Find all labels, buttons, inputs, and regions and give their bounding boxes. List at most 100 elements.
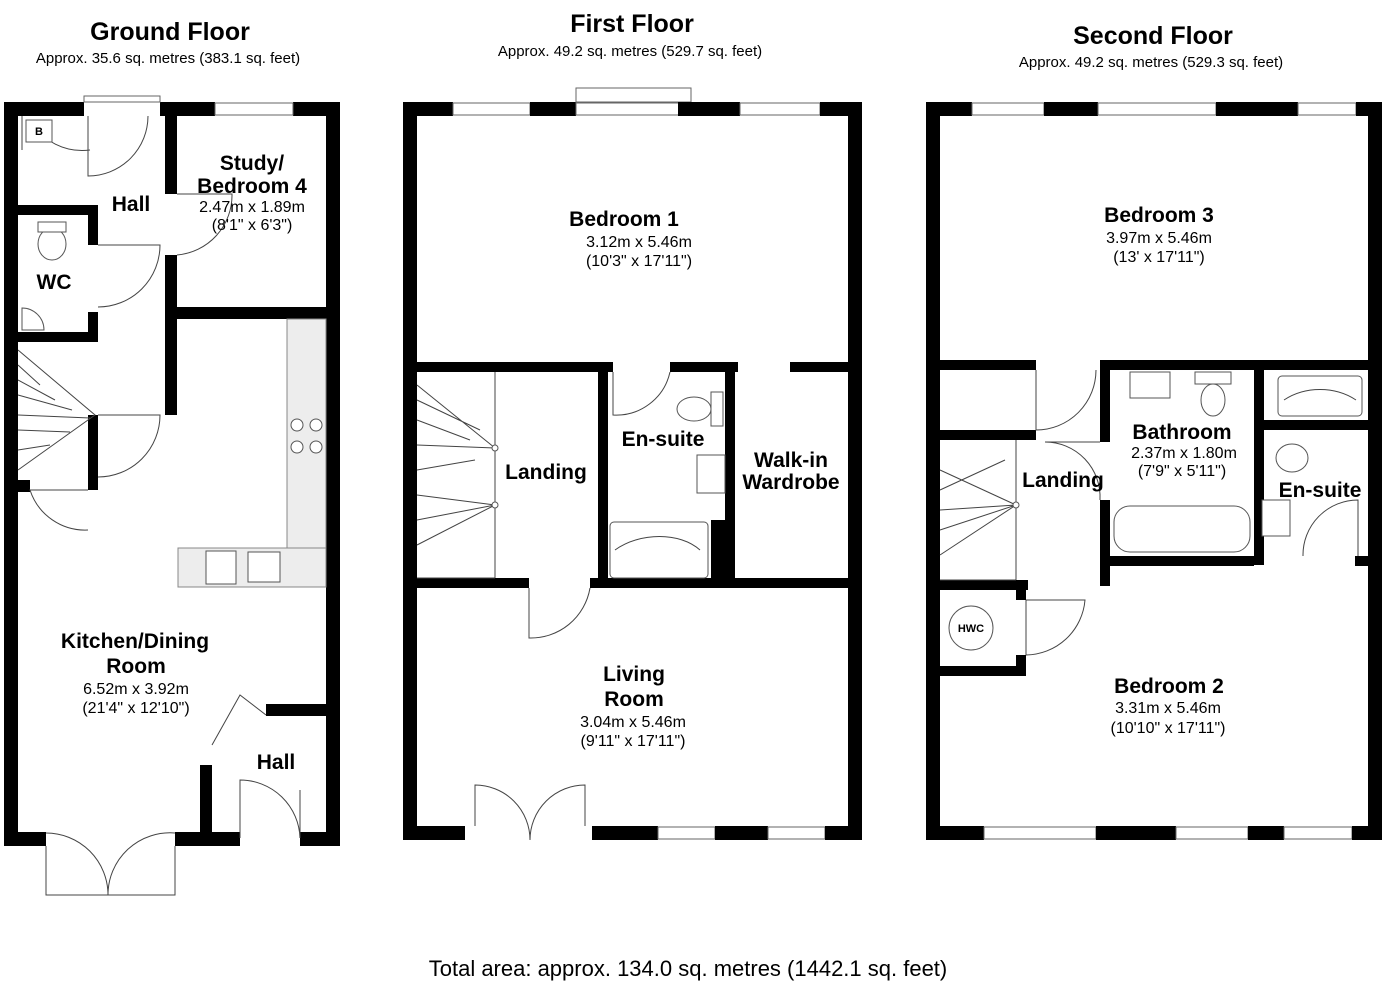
first-door-living bbox=[528, 587, 591, 639]
second-wall-bathroom-left bbox=[1100, 360, 1110, 442]
ground-kitchen-counter-right bbox=[286, 318, 327, 588]
first-ensuite-basin bbox=[696, 454, 726, 494]
first-wall-living-top-b bbox=[590, 578, 848, 588]
first-wall-bedroom1-bottom-a bbox=[417, 362, 613, 372]
second-floor-title: Second Floor bbox=[1073, 22, 1233, 50]
first-outer-wall-top-a bbox=[403, 102, 453, 116]
ground-boiler-box bbox=[25, 119, 53, 143]
ground-wall-study-lower bbox=[165, 255, 177, 415]
second-wall-bathroom-bottom bbox=[1110, 556, 1254, 566]
second-door-bathroom bbox=[1044, 441, 1101, 501]
first-balcony-doors bbox=[474, 784, 586, 841]
ground-wall-study-left bbox=[165, 116, 177, 194]
ground-wall-study-bottom bbox=[177, 307, 326, 319]
first-living-dim-m: 3.04m x 5.46m bbox=[580, 714, 686, 731]
ground-front-door-frame bbox=[83, 95, 161, 103]
ground-staircase bbox=[17, 349, 96, 471]
second-outer-wall-right bbox=[1368, 102, 1382, 840]
first-ensuite-label: En-suite bbox=[622, 428, 705, 451]
second-wall-hwc-right-b bbox=[1016, 655, 1026, 675]
first-outer-wall-top-d bbox=[820, 102, 862, 116]
ground-wall-wc-right-a bbox=[88, 215, 98, 245]
second-ensuite-basin bbox=[1261, 499, 1291, 537]
first-outer-wall-bottom-c bbox=[715, 826, 768, 840]
ground-wall-wc-right-b bbox=[88, 312, 98, 342]
first-wall-bedroom1-bottom-b bbox=[670, 362, 738, 372]
second-bathroom-dim-ft: (7'9" x 5'11") bbox=[1138, 463, 1226, 480]
ground-front-door bbox=[239, 779, 301, 839]
ground-door-study bbox=[176, 193, 233, 256]
ground-kitchen-dim-m: 6.52m x 3.92m bbox=[83, 681, 189, 698]
second-wall-bathroom-left-b bbox=[1100, 500, 1110, 582]
first-wall-ensuite-boxing bbox=[711, 520, 735, 580]
first-window-top-1 bbox=[452, 102, 531, 116]
first-living-dim-ft: (9'11" x 17'11") bbox=[581, 733, 686, 750]
first-living-label: Living bbox=[603, 663, 665, 686]
second-outer-wall-top-c bbox=[1216, 102, 1298, 116]
second-window-bottom-3 bbox=[1283, 826, 1353, 840]
first-living-label-2: Room bbox=[604, 688, 664, 711]
first-floor-area: Approx. 49.2 sq. metres (529.7 sq. feet) bbox=[498, 43, 762, 60]
second-outer-wall-bottom-b bbox=[1096, 826, 1176, 840]
second-bath-toilet bbox=[1200, 383, 1226, 417]
first-outer-wall-bottom-d bbox=[825, 826, 862, 840]
ground-outer-wall-left bbox=[4, 102, 18, 846]
second-ensuite-toilet bbox=[1275, 443, 1309, 473]
second-bathroom-label: Bathroom bbox=[1132, 421, 1231, 444]
ground-study-label: Study/ bbox=[220, 152, 284, 175]
first-window-bottom-1 bbox=[657, 826, 716, 840]
ground-boiler-label: B bbox=[35, 126, 43, 138]
ground-floor-area: Approx. 35.6 sq. metres (383.1 sq. feet) bbox=[36, 50, 300, 67]
ground-floor: Ground Floor Approx. 35.6 sq. metres (38… bbox=[4, 18, 340, 896]
first-doors bbox=[474, 371, 671, 841]
second-outer-wall-bottom-a bbox=[926, 826, 984, 840]
first-wall-ensuite-right bbox=[725, 362, 735, 580]
ground-kitchen-label: Kitchen/Dining bbox=[61, 630, 209, 653]
ground-doors bbox=[21, 95, 301, 896]
second-bedroom2-dim-ft: (10'10" x 17'11") bbox=[1110, 720, 1225, 737]
ground-kitchen-label-2: Room bbox=[106, 655, 166, 678]
second-bathroom-dim-m: 2.37m x 1.80m bbox=[1131, 445, 1237, 462]
second-window-top-2 bbox=[1097, 102, 1217, 116]
ground-door-stair-cupboard bbox=[97, 414, 161, 478]
second-outer-wall-top-d bbox=[1356, 102, 1382, 116]
first-ensuite-toilet bbox=[676, 396, 712, 422]
total-area: Total area: approx. 134.0 sq. metres (14… bbox=[429, 956, 948, 981]
first-stair-newel-2 bbox=[491, 501, 499, 509]
ground-study-dim-ft: (8'1" x 6'3") bbox=[212, 217, 293, 234]
ground-door-wc bbox=[97, 244, 161, 308]
second-wall-bedroom3-bottom-a bbox=[940, 360, 1036, 370]
second-wall-bedroom3-bottom-b bbox=[1100, 360, 1368, 370]
second-bedroom3-dim-m: 3.97m x 5.46m bbox=[1106, 230, 1212, 247]
first-outer-wall-top-b bbox=[530, 102, 576, 116]
first-window-top-3 bbox=[739, 102, 821, 116]
first-ensuite-cistern bbox=[710, 391, 724, 427]
second-shower-arc bbox=[1283, 389, 1357, 401]
ground-hall-label: Hall bbox=[112, 193, 151, 216]
second-door-hwc bbox=[1025, 599, 1086, 656]
second-ensuite-label: En-suite bbox=[1279, 479, 1362, 502]
second-window-top-1 bbox=[971, 102, 1045, 116]
second-bath-basin bbox=[1129, 371, 1171, 399]
second-ensuite-shower bbox=[1277, 375, 1363, 417]
second-hwc-label: HWC bbox=[958, 623, 984, 635]
ground-wc-basin bbox=[21, 307, 45, 331]
ground-stair-treads bbox=[17, 349, 96, 471]
ground-window-study bbox=[214, 102, 294, 116]
ground-wall-hall-top bbox=[266, 704, 326, 716]
second-window-bottom-2 bbox=[1175, 826, 1249, 840]
ground-wall-wc-top bbox=[18, 205, 98, 215]
ground-wall-stair-stub bbox=[18, 480, 30, 492]
first-stair-newel-1 bbox=[491, 444, 499, 452]
second-wall-ensuite-top bbox=[1264, 420, 1368, 430]
second-outer-wall-top-b bbox=[1044, 102, 1098, 116]
first-bedroom1-dim-m: 3.12m x 5.46m bbox=[586, 234, 692, 251]
second-wall-bedroom2-stub bbox=[1100, 566, 1110, 586]
second-wall-ensuite-bottom bbox=[1355, 556, 1368, 566]
first-window-bottom-2 bbox=[767, 826, 826, 840]
first-wardrobe-label: Walk-in bbox=[754, 449, 828, 472]
ground-hob bbox=[290, 418, 323, 454]
first-wardrobe-label-2: Wardrobe bbox=[742, 471, 839, 494]
ground-study-label-2: Bedroom 4 bbox=[197, 175, 307, 198]
first-outer-wall-left bbox=[403, 102, 417, 840]
